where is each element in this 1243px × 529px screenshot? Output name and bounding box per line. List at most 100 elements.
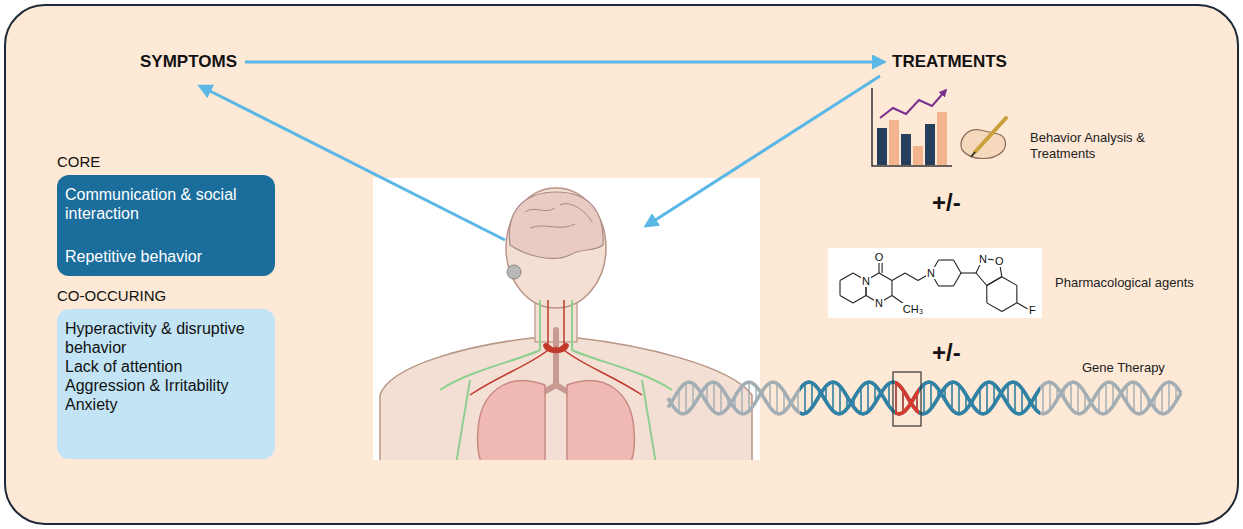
atom-symbol: O [994, 255, 1005, 267]
base-pair [748, 382, 750, 411]
writing-hand-icon [961, 118, 1006, 159]
chemical-bond [905, 273, 918, 281]
symptom-text: Aggression & Irritability [65, 376, 265, 395]
right-lung [567, 381, 634, 460]
bar [925, 124, 935, 165]
heading-text: SYMPTOMS [140, 52, 237, 72]
base-pair [685, 383, 687, 413]
base-pair [951, 382, 953, 410]
brain-folds [525, 204, 592, 228]
base-pair [804, 383, 806, 413]
frame-background [5, 5, 1238, 524]
base-pair [832, 382, 834, 411]
base-pair [1042, 385, 1044, 414]
chemical-bond [1002, 277, 1017, 286]
dna-segment [668, 382, 1181, 414]
trend-line [880, 90, 946, 118]
chemical-bond [987, 277, 1002, 286]
atom-symbol: N [926, 267, 936, 279]
base-pair [958, 385, 960, 414]
bar [937, 112, 947, 165]
base-pair [1161, 386, 1163, 414]
atom-symbol: O [874, 251, 885, 263]
chemical-bond [879, 273, 892, 281]
symptom-text: Communication & social interaction [65, 185, 265, 223]
filled-box: Hyperactivity & disruptive behaviorLack … [57, 309, 275, 459]
base-pair [839, 386, 841, 414]
chart-icon [872, 88, 952, 166]
human-figure [380, 188, 752, 460]
symptom-box: CO-OCCURINGHyperactivity & disruptive be… [57, 287, 275, 459]
symptom-box: CORE Communication & social interactionRe… [57, 153, 275, 276]
flow-arrow [245, 61, 884, 64]
treatment-label: Gene Therapy [1082, 360, 1165, 376]
section-heading: SYMPTOMS [140, 52, 237, 72]
vessels-red [470, 300, 642, 395]
base-pair [1077, 384, 1079, 414]
bar [889, 120, 899, 165]
base-pair [1049, 382, 1051, 410]
base-pair [923, 384, 925, 414]
base-pair [1168, 382, 1170, 411]
atom-symbol: N [861, 275, 871, 287]
symptom-text: Repetitive behavior [65, 247, 265, 266]
dna-strand [668, 382, 1181, 414]
atom-symbol: F [1028, 304, 1037, 316]
base-pair [741, 386, 743, 414]
treatment-label: Pharmacological agents [1055, 275, 1194, 291]
chemical-bond [1002, 303, 1017, 312]
bar [901, 134, 911, 165]
backbone [668, 382, 1181, 414]
base-pair [832, 382, 834, 411]
base-pair [867, 382, 869, 412]
base-pair [895, 383, 897, 413]
edit-box [893, 372, 921, 426]
chemical-bond [840, 296, 853, 304]
base-pair [1014, 382, 1016, 412]
pencil-tip [971, 152, 975, 157]
base-pair [958, 385, 960, 414]
chemical-bond [954, 273, 962, 286]
group-heading: CORE [57, 153, 275, 171]
base-pair [986, 382, 988, 412]
plus-minus: +/- [932, 339, 961, 367]
base-pair [839, 386, 841, 414]
chemical-bond [987, 277, 1002, 286]
chemical-bond [939, 259, 954, 260]
base-pair [923, 384, 925, 414]
dna-segment [800, 382, 1040, 414]
chart-axes [872, 88, 952, 166]
plus-minus: +/- [932, 189, 961, 217]
base-pair [776, 383, 778, 413]
symptom-text: Anxiety [65, 395, 265, 414]
base-pair [1014, 382, 1016, 412]
chemical-bond [853, 296, 866, 304]
base-pair [713, 382, 715, 412]
base-pair [951, 382, 953, 410]
base-pair [804, 383, 806, 413]
base-pair [986, 382, 988, 412]
atom-symbol: N [978, 253, 988, 265]
vessels-green [440, 300, 672, 460]
base-pair [895, 383, 897, 413]
treatment-arrow [646, 76, 880, 226]
heading-text: TREATMENTS [892, 52, 1007, 72]
backbone [895, 382, 919, 414]
backbone [800, 382, 1040, 414]
chemical-bond [976, 273, 987, 286]
brain [509, 192, 603, 258]
chemical-bond [986, 286, 987, 303]
backbone [800, 382, 1040, 414]
atom-symbol: N [874, 297, 884, 309]
left-lung [478, 381, 545, 460]
symptom-text: Hyperactivity & disruptive behavior [65, 319, 265, 357]
base-pair [1133, 382, 1135, 412]
backbone [895, 382, 919, 414]
symptom-text: Lack of attention [65, 357, 265, 376]
filled-box: Communication & social interactionRepeti… [57, 175, 275, 276]
base-pair [867, 382, 869, 412]
chemical-bond [891, 281, 892, 296]
head [506, 188, 606, 308]
chemical-bond [961, 272, 976, 273]
